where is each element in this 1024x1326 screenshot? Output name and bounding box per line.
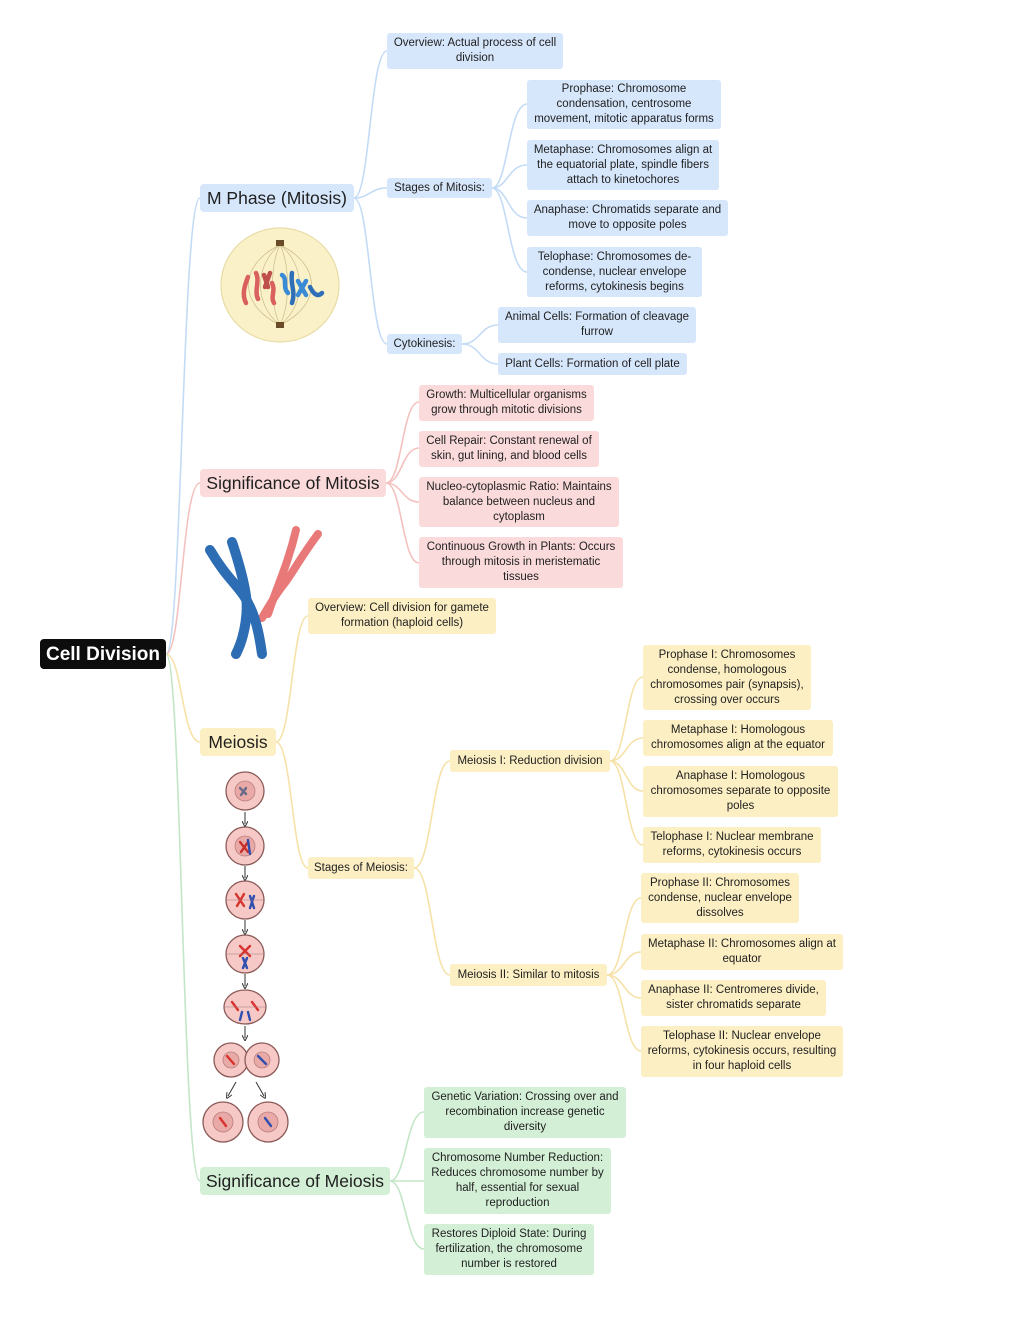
connector-meiosis-stages — [275, 741, 309, 869]
connector-root-sig-mitosis — [165, 482, 201, 655]
cytokinesis-label: Cytokinesis: — [393, 337, 456, 350]
connector-mphase-overview — [353, 50, 388, 199]
mphase-title: M Phase (Mitosis) — [206, 187, 348, 208]
root-node[interactable]: Cell Division — [40, 639, 166, 669]
meiosis-stages-label: Stages of Meiosis: — [314, 861, 408, 874]
connector-mphase-cytokinesis — [353, 197, 388, 345]
genetic-variation-node[interactable]: Genetic Variation: Crossing over and rec… — [424, 1087, 626, 1138]
plant-cells-node[interactable]: Plant Cells: Formation of cell plate — [498, 353, 687, 375]
metaphase-text: Metaphase: Chromosomes align at the equa… — [533, 143, 713, 186]
anaphase1-text: Anaphase I: Homologous chromosomes separ… — [650, 770, 831, 812]
meiosis-overview-text: Overview: Cell division for gamete forma… — [315, 602, 489, 629]
connector-sigmei-1 — [389, 1111, 425, 1182]
mitosis-stages-node[interactable]: Stages of Mitosis: — [387, 178, 492, 198]
connector-m2-2 — [606, 951, 642, 976]
genetic-variation-text: Genetic Variation: Crossing over and rec… — [431, 1091, 619, 1133]
prophase1-text: Prophase I: Chromosomes condense, homolo… — [650, 648, 804, 706]
telophase1-node[interactable]: Telophase I: Nuclear membrane reforms, c… — [643, 827, 821, 863]
cell-repair-node[interactable]: Cell Repair: Constant renewal of skin, g… — [419, 431, 599, 467]
meiosis2-node[interactable]: Meiosis II: Similar to mitosis — [450, 964, 607, 986]
meiosis-node[interactable]: Meiosis — [200, 728, 276, 756]
connector-stage-4 — [491, 187, 528, 273]
metaphase1-node[interactable]: Metaphase I: Homologous chromosomes alig… — [643, 720, 833, 756]
connector-m2-1 — [606, 897, 642, 976]
restores-diploid-node[interactable]: Restores Diploid State: During fertiliza… — [424, 1224, 594, 1275]
meiosis2-label: Meiosis II: Similar to mitosis — [457, 968, 600, 981]
growth-node[interactable]: Growth: Multicellular organisms grow thr… — [419, 385, 594, 421]
telophase2-node[interactable]: Telophase II: Nuclear envelope reforms, … — [641, 1026, 843, 1077]
connector-m1-2 — [609, 737, 644, 762]
metaphase2-text: Metaphase II: Chromosomes align at equat… — [648, 938, 836, 965]
connector-mphase-stages — [353, 187, 388, 199]
meiosis1-node[interactable]: Meiosis I: Reduction division — [450, 750, 610, 772]
telophase1-text: Telophase I: Nuclear membrane reforms, c… — [650, 831, 814, 858]
connector-sigmei-3 — [389, 1180, 425, 1250]
meiosis-stages-illustration — [202, 771, 289, 1143]
prophase-text: Prophase: Chromosome condensation, centr… — [534, 83, 714, 125]
mphase-overview-text: Overview: Actual process of cell divisio… — [393, 37, 557, 64]
meiosis-stages-node[interactable]: Stages of Meiosis: — [308, 857, 414, 879]
connector-stages-m2 — [413, 867, 451, 976]
growth-text: Growth: Multicellular organisms grow thr… — [426, 389, 587, 416]
telophase2-text: Telophase II: Nuclear envelope reforms, … — [647, 1030, 837, 1072]
connector-meiosis-overview — [275, 615, 309, 743]
sig-meiosis-node[interactable]: Significance of Meiosis — [200, 1167, 390, 1195]
connector-root-meiosis — [165, 653, 201, 743]
connector-stage-1 — [491, 103, 528, 189]
connector-cyto-2 — [461, 343, 499, 365]
animal-cells-text: Animal Cells: Formation of cleavage furr… — [504, 311, 690, 338]
connector-cyto-1 — [461, 324, 499, 345]
cell-repair-text: Cell Repair: Constant renewal of skin, g… — [426, 435, 592, 462]
connector-root-mphase — [165, 197, 201, 655]
continuous-growth-node[interactable]: Continuous Growth in Plants: Occurs thro… — [419, 537, 623, 588]
connector-stage-2 — [491, 164, 528, 189]
meiosis1-label: Meiosis I: Reduction division — [457, 754, 603, 767]
sig-meiosis-title: Significance of Meiosis — [206, 1170, 384, 1191]
meiosis-title: Meiosis — [208, 731, 268, 752]
animal-cells-node[interactable]: Animal Cells: Formation of cleavage furr… — [498, 307, 696, 343]
mitosis-cell-illustration — [220, 227, 340, 343]
mitosis-stages-label: Stages of Mitosis: — [394, 181, 485, 194]
root-label: Cell Division — [45, 643, 161, 665]
anaphase2-node[interactable]: Anaphase II: Centromeres divide, sister … — [641, 980, 826, 1016]
anaphase2-text: Anaphase II: Centromeres divide, sister … — [648, 984, 819, 1011]
mphase-overview-node[interactable]: Overview: Actual process of cell divisio… — [387, 33, 563, 69]
telophase-text: Telophase: Chromosomes de-condense, nucl… — [537, 250, 692, 293]
anaphase-text: Anaphase: Chromatids separate and move t… — [533, 204, 722, 231]
cytokinesis-node[interactable]: Cytokinesis: — [387, 334, 462, 354]
anaphase-node[interactable]: Anaphase: Chromatids separate and move t… — [527, 200, 728, 236]
metaphase1-text: Metaphase I: Homologous chromosomes alig… — [651, 724, 825, 751]
prophase1-node[interactable]: Prophase I: Chromosomes condense, homolo… — [643, 645, 811, 710]
prophase2-text: Prophase II: Chromosomes condense, nucle… — [648, 876, 792, 919]
restores-diploid-text: Restores Diploid State: During fertiliza… — [431, 1228, 587, 1270]
mphase-node[interactable]: M Phase (Mitosis) — [200, 184, 354, 212]
nucleo-ratio-node[interactable]: Nucleo-cytoplasmic Ratio: Maintains bala… — [419, 477, 619, 527]
metaphase2-node[interactable]: Metaphase II: Chromosomes align at equat… — [641, 934, 843, 970]
continuous-growth-text: Continuous Growth in Plants: Occurs thro… — [426, 541, 616, 583]
chromosome-reduction-text: Chromosome Number Reduction: Reduces chr… — [431, 1152, 604, 1209]
connector-stage-3 — [491, 187, 528, 219]
anaphase1-node[interactable]: Anaphase I: Homologous chromosomes separ… — [643, 766, 838, 817]
connector-root-sig-meiosis — [165, 653, 201, 1182]
telophase-node[interactable]: Telophase: Chromosomes de-condense, nucl… — [527, 247, 702, 297]
chromosome-illustration — [205, 526, 322, 659]
chromosome-reduction-node[interactable]: Chromosome Number Reduction: Reduces chr… — [424, 1148, 611, 1214]
connector-sigmit-2 — [385, 447, 420, 484]
prophase-node[interactable]: Prophase: Chromosome condensation, centr… — [527, 80, 721, 129]
sig-mitosis-title: Significance of Mitosis — [206, 472, 380, 493]
nucleo-ratio-text: Nucleo-cytoplasmic Ratio: Maintains bala… — [426, 480, 612, 523]
connector-stages-m1 — [413, 760, 451, 869]
sig-mitosis-node[interactable]: Significance of Mitosis — [200, 469, 386, 497]
prophase2-node[interactable]: Prophase II: Chromosomes condense, nucle… — [641, 873, 799, 923]
connector-sigmit-4 — [385, 482, 420, 564]
connector-m2-4 — [606, 974, 642, 1052]
connector-m1-4 — [609, 760, 644, 846]
meiosis-overview-node[interactable]: Overview: Cell division for gamete forma… — [308, 598, 496, 634]
connector-sigmit-1 — [385, 401, 420, 484]
connector-m1-1 — [609, 676, 644, 762]
metaphase-node[interactable]: Metaphase: Chromosomes align at the equa… — [527, 140, 719, 190]
plant-cells-text: Plant Cells: Formation of cell plate — [505, 357, 680, 370]
